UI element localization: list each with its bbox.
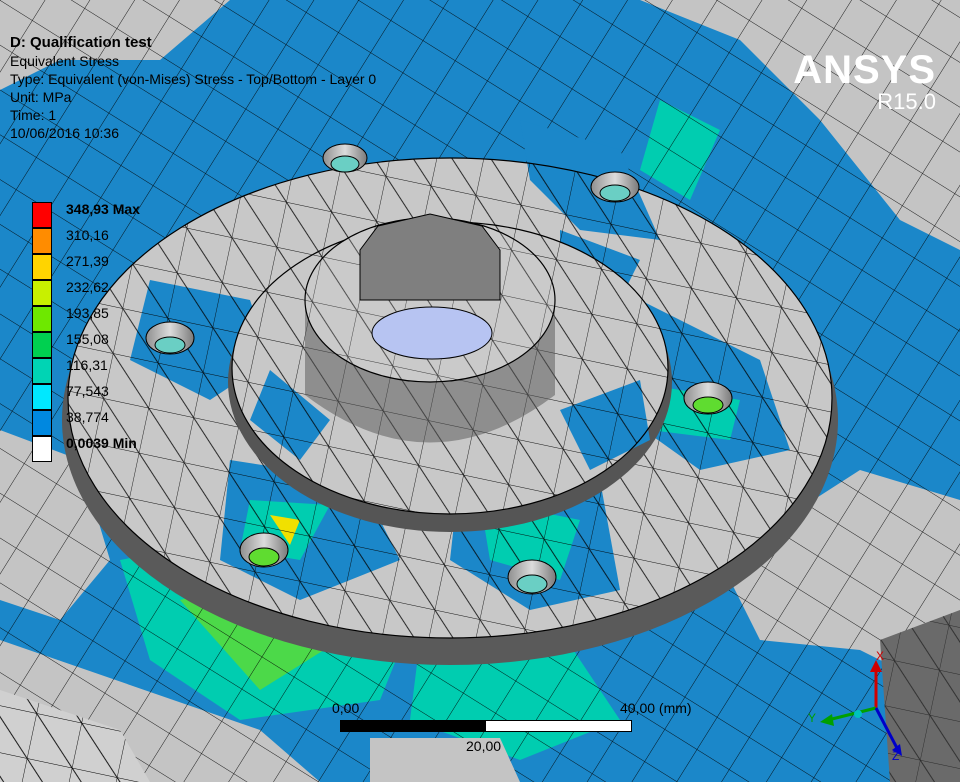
legend-swatch <box>32 280 52 306</box>
brand-version: R15.0 <box>877 89 936 114</box>
legend-label: 38,774 <box>66 409 109 425</box>
z-axis-arrow <box>892 744 902 756</box>
legend-swatch <box>32 410 52 436</box>
legend-swatch <box>32 202 52 228</box>
result-time: Time: 1 <box>10 107 57 123</box>
scale-mid-label: 20,00 <box>466 738 502 754</box>
y-axis-arrow <box>820 714 834 726</box>
legend-swatch <box>32 332 52 358</box>
scale-start-label: 0,00 <box>332 700 360 716</box>
legend-swatch <box>32 306 52 332</box>
y-axis-label: Y <box>808 711 816 725</box>
brand-name: ANSYS <box>793 48 936 92</box>
legend-swatch <box>32 254 52 280</box>
legend-swatch <box>32 436 52 462</box>
legend-swatch <box>32 228 52 254</box>
z-axis-label: Z <box>892 749 899 760</box>
y-axis-line <box>827 706 877 722</box>
legend-label: 0,0039 Min <box>66 435 137 451</box>
legend-swatch <box>32 384 52 410</box>
legend-label: 77,543 <box>66 383 109 399</box>
result-type: Type: Equivalent (von-Mises) Stress - To… <box>10 71 377 87</box>
legend-label: 348,93 Max <box>66 201 140 217</box>
axis-triad[interactable]: X Y Z <box>806 650 906 760</box>
legend-label: 232,62 <box>66 279 109 295</box>
result-date: 10/06/2016 10:36 <box>10 125 119 141</box>
legend-label: 155,08 <box>66 331 109 347</box>
legend-swatch <box>32 358 52 384</box>
x-axis-arrow <box>870 660 882 672</box>
legend-label: 271,39 <box>66 253 109 269</box>
result-unit: Unit: MPa <box>10 89 72 105</box>
legend-label: 116,31 <box>66 357 108 373</box>
scale-bar-graphic <box>340 720 632 732</box>
legend-label: 310,16 <box>66 227 109 243</box>
ansys-logo: ANSYS R15.0 <box>793 50 936 114</box>
triad-origin <box>854 710 862 718</box>
result-info: D: Qualification test Equivalent Stress … <box>10 34 376 142</box>
x-axis-label: X <box>876 650 884 663</box>
z-axis-line <box>874 707 900 751</box>
legend-label: 193,85 <box>66 305 109 321</box>
scale-end-label: 40,00 (mm) <box>620 700 692 716</box>
analysis-title: D: Qualification test <box>10 34 152 51</box>
result-name: Equivalent Stress <box>10 53 119 69</box>
